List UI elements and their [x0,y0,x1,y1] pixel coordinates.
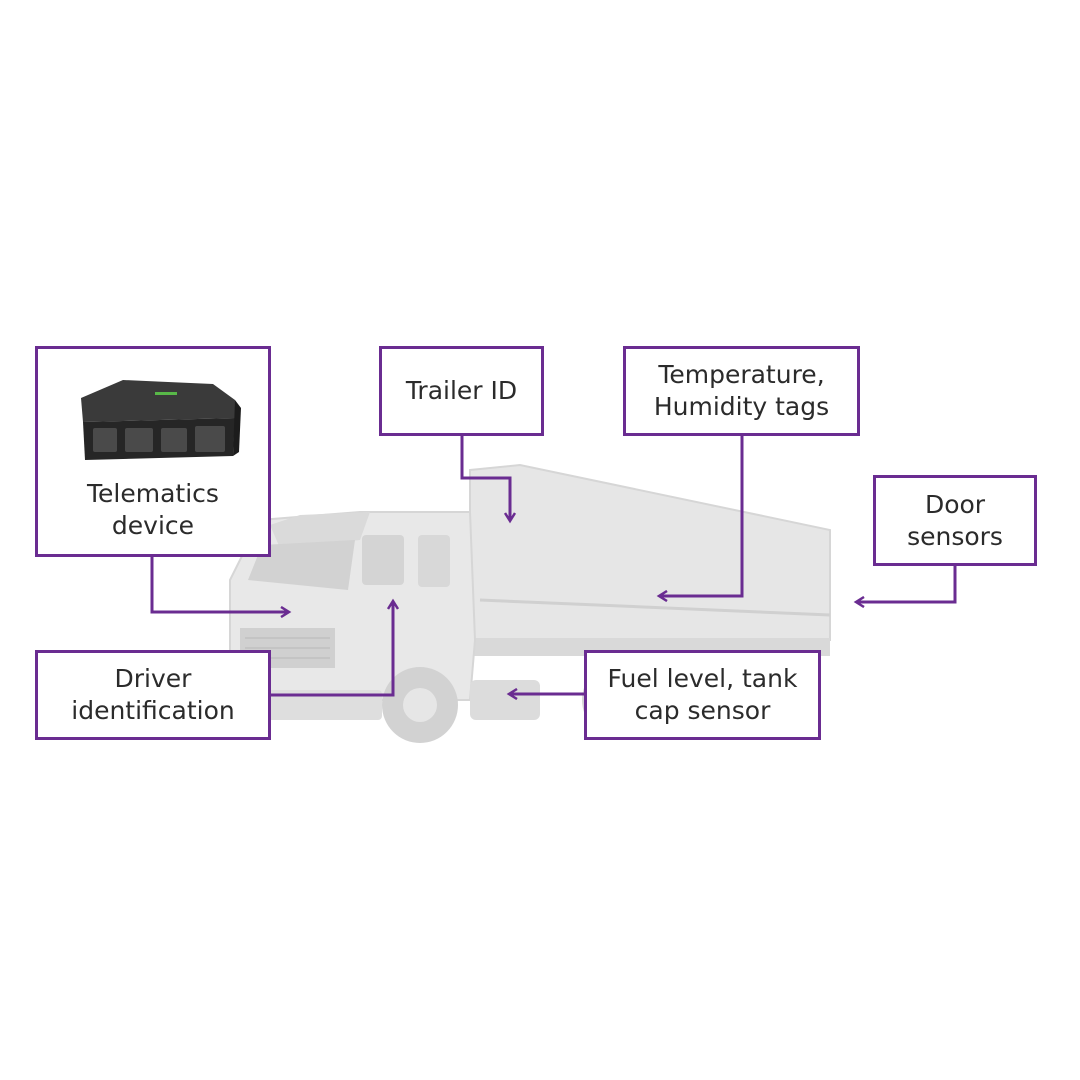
device-side [233,400,241,456]
telematics-label: Telematics device [87,479,219,540]
device-port [93,428,117,452]
arrow-trailer [460,436,510,520]
front-wheel-hub [403,688,437,722]
arrow-door [857,566,957,602]
door-sensors-box: Door sensors [873,475,1037,566]
fuel-level-box: Fuel level, tank cap sensor [584,650,821,740]
cab-door-window [362,535,404,585]
device-port [195,426,225,452]
arrow-telematics [150,557,288,612]
device-top [81,380,235,422]
cab-side-window [418,535,450,587]
device-led [155,392,177,395]
telematics-box: Telematics device [35,346,271,557]
device-port [161,428,187,452]
trailer-stripe [479,598,831,617]
arrow-driver [271,602,393,697]
trailer-id-box: Trailer ID [379,346,544,436]
temperature-box: Temperature, Humidity tags [623,346,860,436]
cab-windshield [248,540,355,590]
trailer-id-label: Trailer ID [405,376,518,405]
fuel-tank [470,680,540,720]
door-sensors-label: Door sensors [907,489,1003,551]
temperature-label: Temperature, Humidity tags [653,360,830,421]
driver-identification-box: Driver identification [35,650,271,740]
arrow-temperature [660,436,744,596]
driver-identification-label: Driver identification [71,664,235,725]
device-port [125,428,153,452]
fuel-level-label: Fuel level, tank cap sensor [607,664,798,725]
cab-spoiler [270,512,370,548]
telematics-device-image [63,370,243,470]
